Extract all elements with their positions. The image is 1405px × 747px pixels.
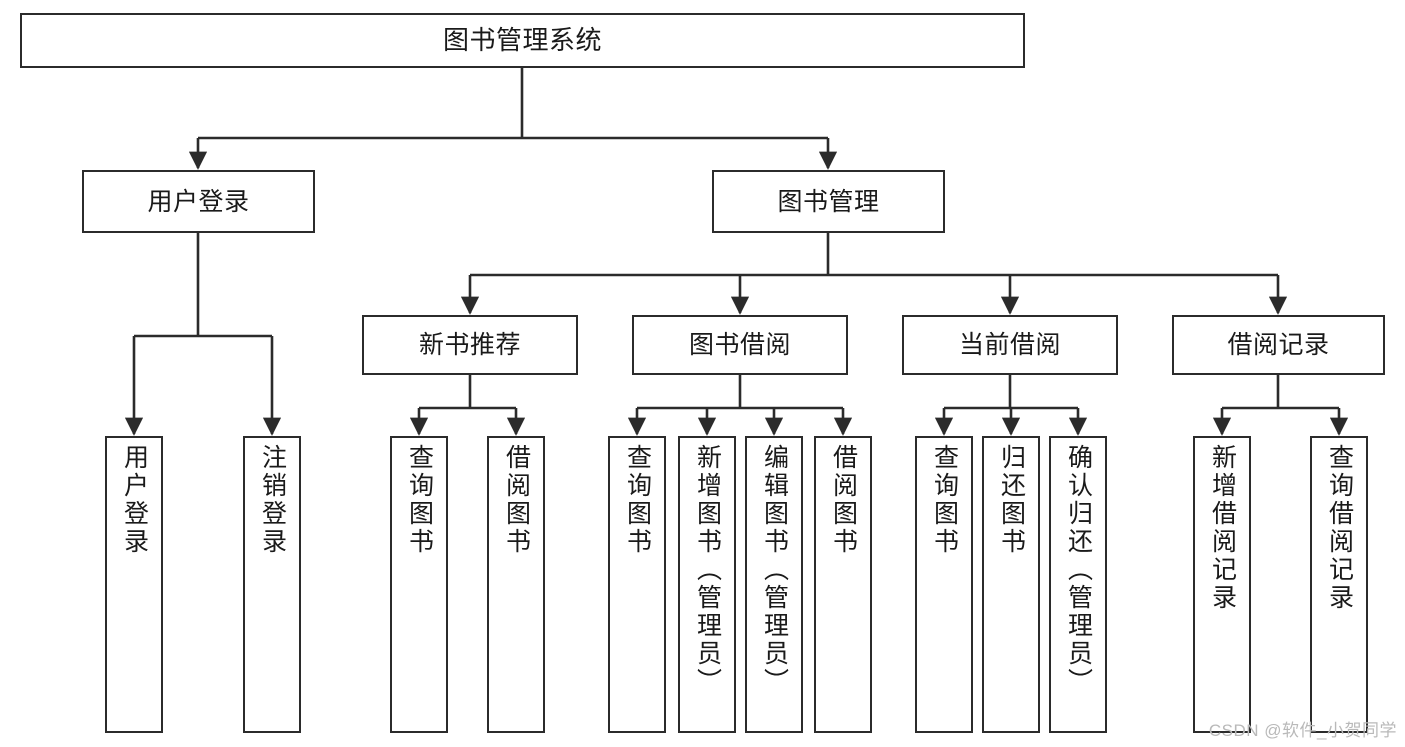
node-leaf-user-login[interactable]: 用户登录 [105,436,163,733]
node-level3-label: 借阅记录 [1227,331,1330,359]
node-leaf-label: 查询图书 [930,444,959,556]
node-level2-label: 图书管理 [777,187,880,216]
node-borrow-record[interactable]: 借阅记录 [1172,315,1385,375]
node-leaf-edit-book-admin[interactable]: 编辑图书（管理员） [745,436,803,733]
node-leaf-confirm-return-admin[interactable]: 确认归还（管理员） [1049,436,1107,733]
node-leaf-return-book[interactable]: 归还图书 [982,436,1040,733]
node-leaf-label: 编辑图书（管理员） [760,444,789,696]
node-leaf-query-book-borrow[interactable]: 查询图书 [608,436,666,733]
node-root-label: 图书管理系统 [442,24,602,55]
node-root[interactable]: 图书管理系统 [20,13,1025,68]
node-leaf-label: 查询图书 [623,444,652,556]
node-leaf-label: 归还图书 [997,444,1026,556]
node-leaf-label: 注销登录 [258,444,287,556]
watermark: CSDN @软件_小贺同学 [1208,721,1397,740]
node-leaf-add-book-admin[interactable]: 新增图书（管理员） [678,436,736,733]
node-book-borrow[interactable]: 图书借阅 [632,315,848,375]
node-leaf-user-logout[interactable]: 注销登录 [243,436,301,733]
node-leaf-query-borrow-record[interactable]: 查询借阅记录 [1310,436,1368,733]
node-user-login[interactable]: 用户登录 [82,170,315,233]
node-leaf-add-borrow-record[interactable]: 新增借阅记录 [1193,436,1251,733]
node-leaf-borrow-book-rec[interactable]: 借阅图书 [487,436,545,733]
node-level3-label: 新书推荐 [418,331,521,359]
node-leaf-query-book-rec[interactable]: 查询图书 [390,436,448,733]
node-leaf-label: 确认归还（管理员） [1064,444,1093,696]
node-leaf-label: 借阅图书 [502,444,531,556]
node-leaf-borrow-book[interactable]: 借阅图书 [814,436,872,733]
node-level3-label: 图书借阅 [688,331,791,359]
node-book-manage[interactable]: 图书管理 [712,170,945,233]
node-leaf-label: 查询图书 [405,444,434,556]
node-leaf-label: 新增图书（管理员） [693,444,722,696]
node-new-book-rec[interactable]: 新书推荐 [362,315,578,375]
node-level3-label: 当前借阅 [958,331,1061,359]
node-level2-label: 用户登录 [147,187,250,216]
node-leaf-label: 用户登录 [120,444,149,556]
node-current-borrow[interactable]: 当前借阅 [902,315,1118,375]
node-leaf-label: 新增借阅记录 [1208,444,1237,612]
node-leaf-label: 查询借阅记录 [1325,444,1354,612]
node-leaf-query-book-current[interactable]: 查询图书 [915,436,973,733]
node-leaf-label: 借阅图书 [829,444,858,556]
